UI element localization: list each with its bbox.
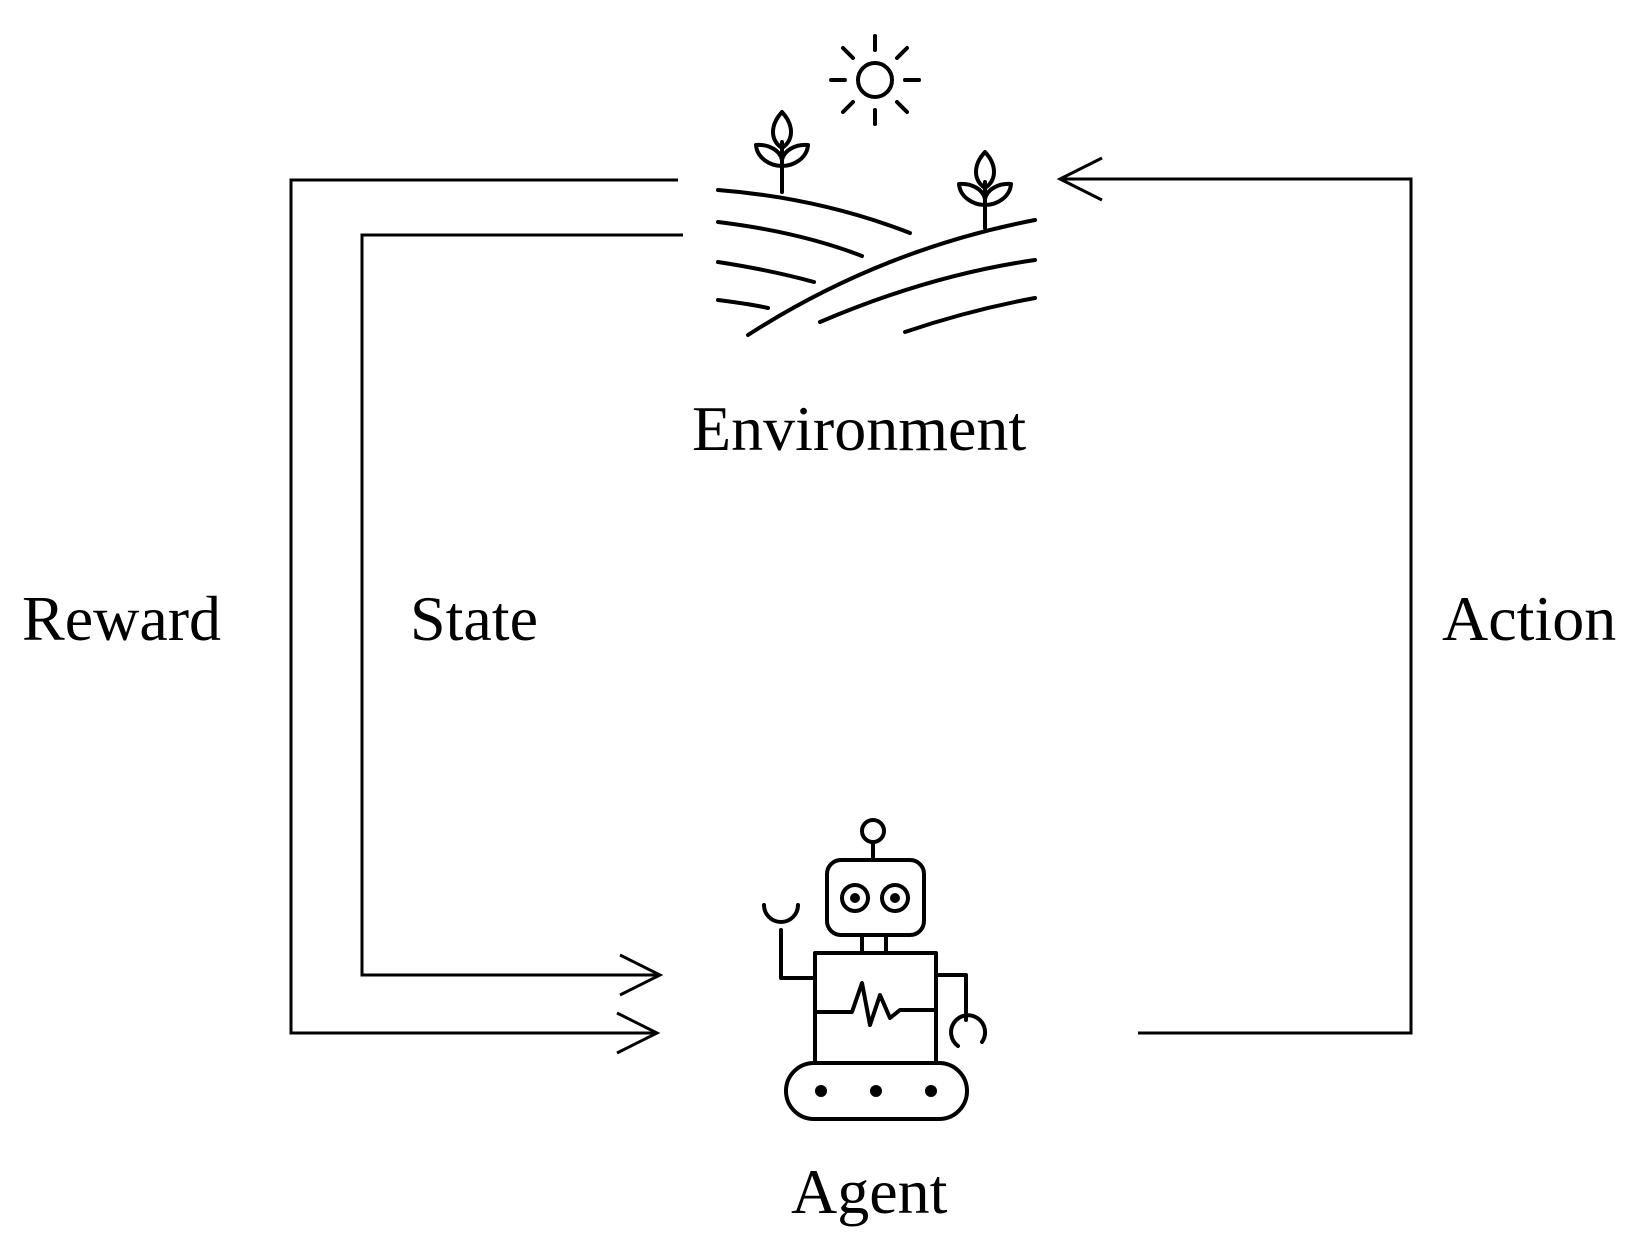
robot-neck <box>860 933 888 955</box>
state-label: State <box>410 583 538 654</box>
state-arrow <box>360 233 683 997</box>
antenna <box>860 818 886 862</box>
robot-right-arm <box>934 973 988 1048</box>
robot-left-arm <box>762 903 817 980</box>
landscape-icon <box>716 34 1037 337</box>
agent-label: Agent <box>791 1156 948 1227</box>
action-label: Action <box>1442 583 1617 654</box>
robot-tracks <box>784 1061 969 1121</box>
robot-body <box>813 951 938 1065</box>
environment-label: Environment <box>692 393 1027 464</box>
reward-arrow <box>289 178 678 1055</box>
robot-head <box>825 858 926 937</box>
action-arrow <box>1056 156 1413 1035</box>
reward-label: Reward <box>22 583 222 654</box>
robot-icon <box>762 818 988 1121</box>
plant-icon <box>957 150 1013 230</box>
sun-icon <box>829 34 921 126</box>
plant-icon <box>754 110 810 194</box>
field-lines <box>716 188 1037 337</box>
